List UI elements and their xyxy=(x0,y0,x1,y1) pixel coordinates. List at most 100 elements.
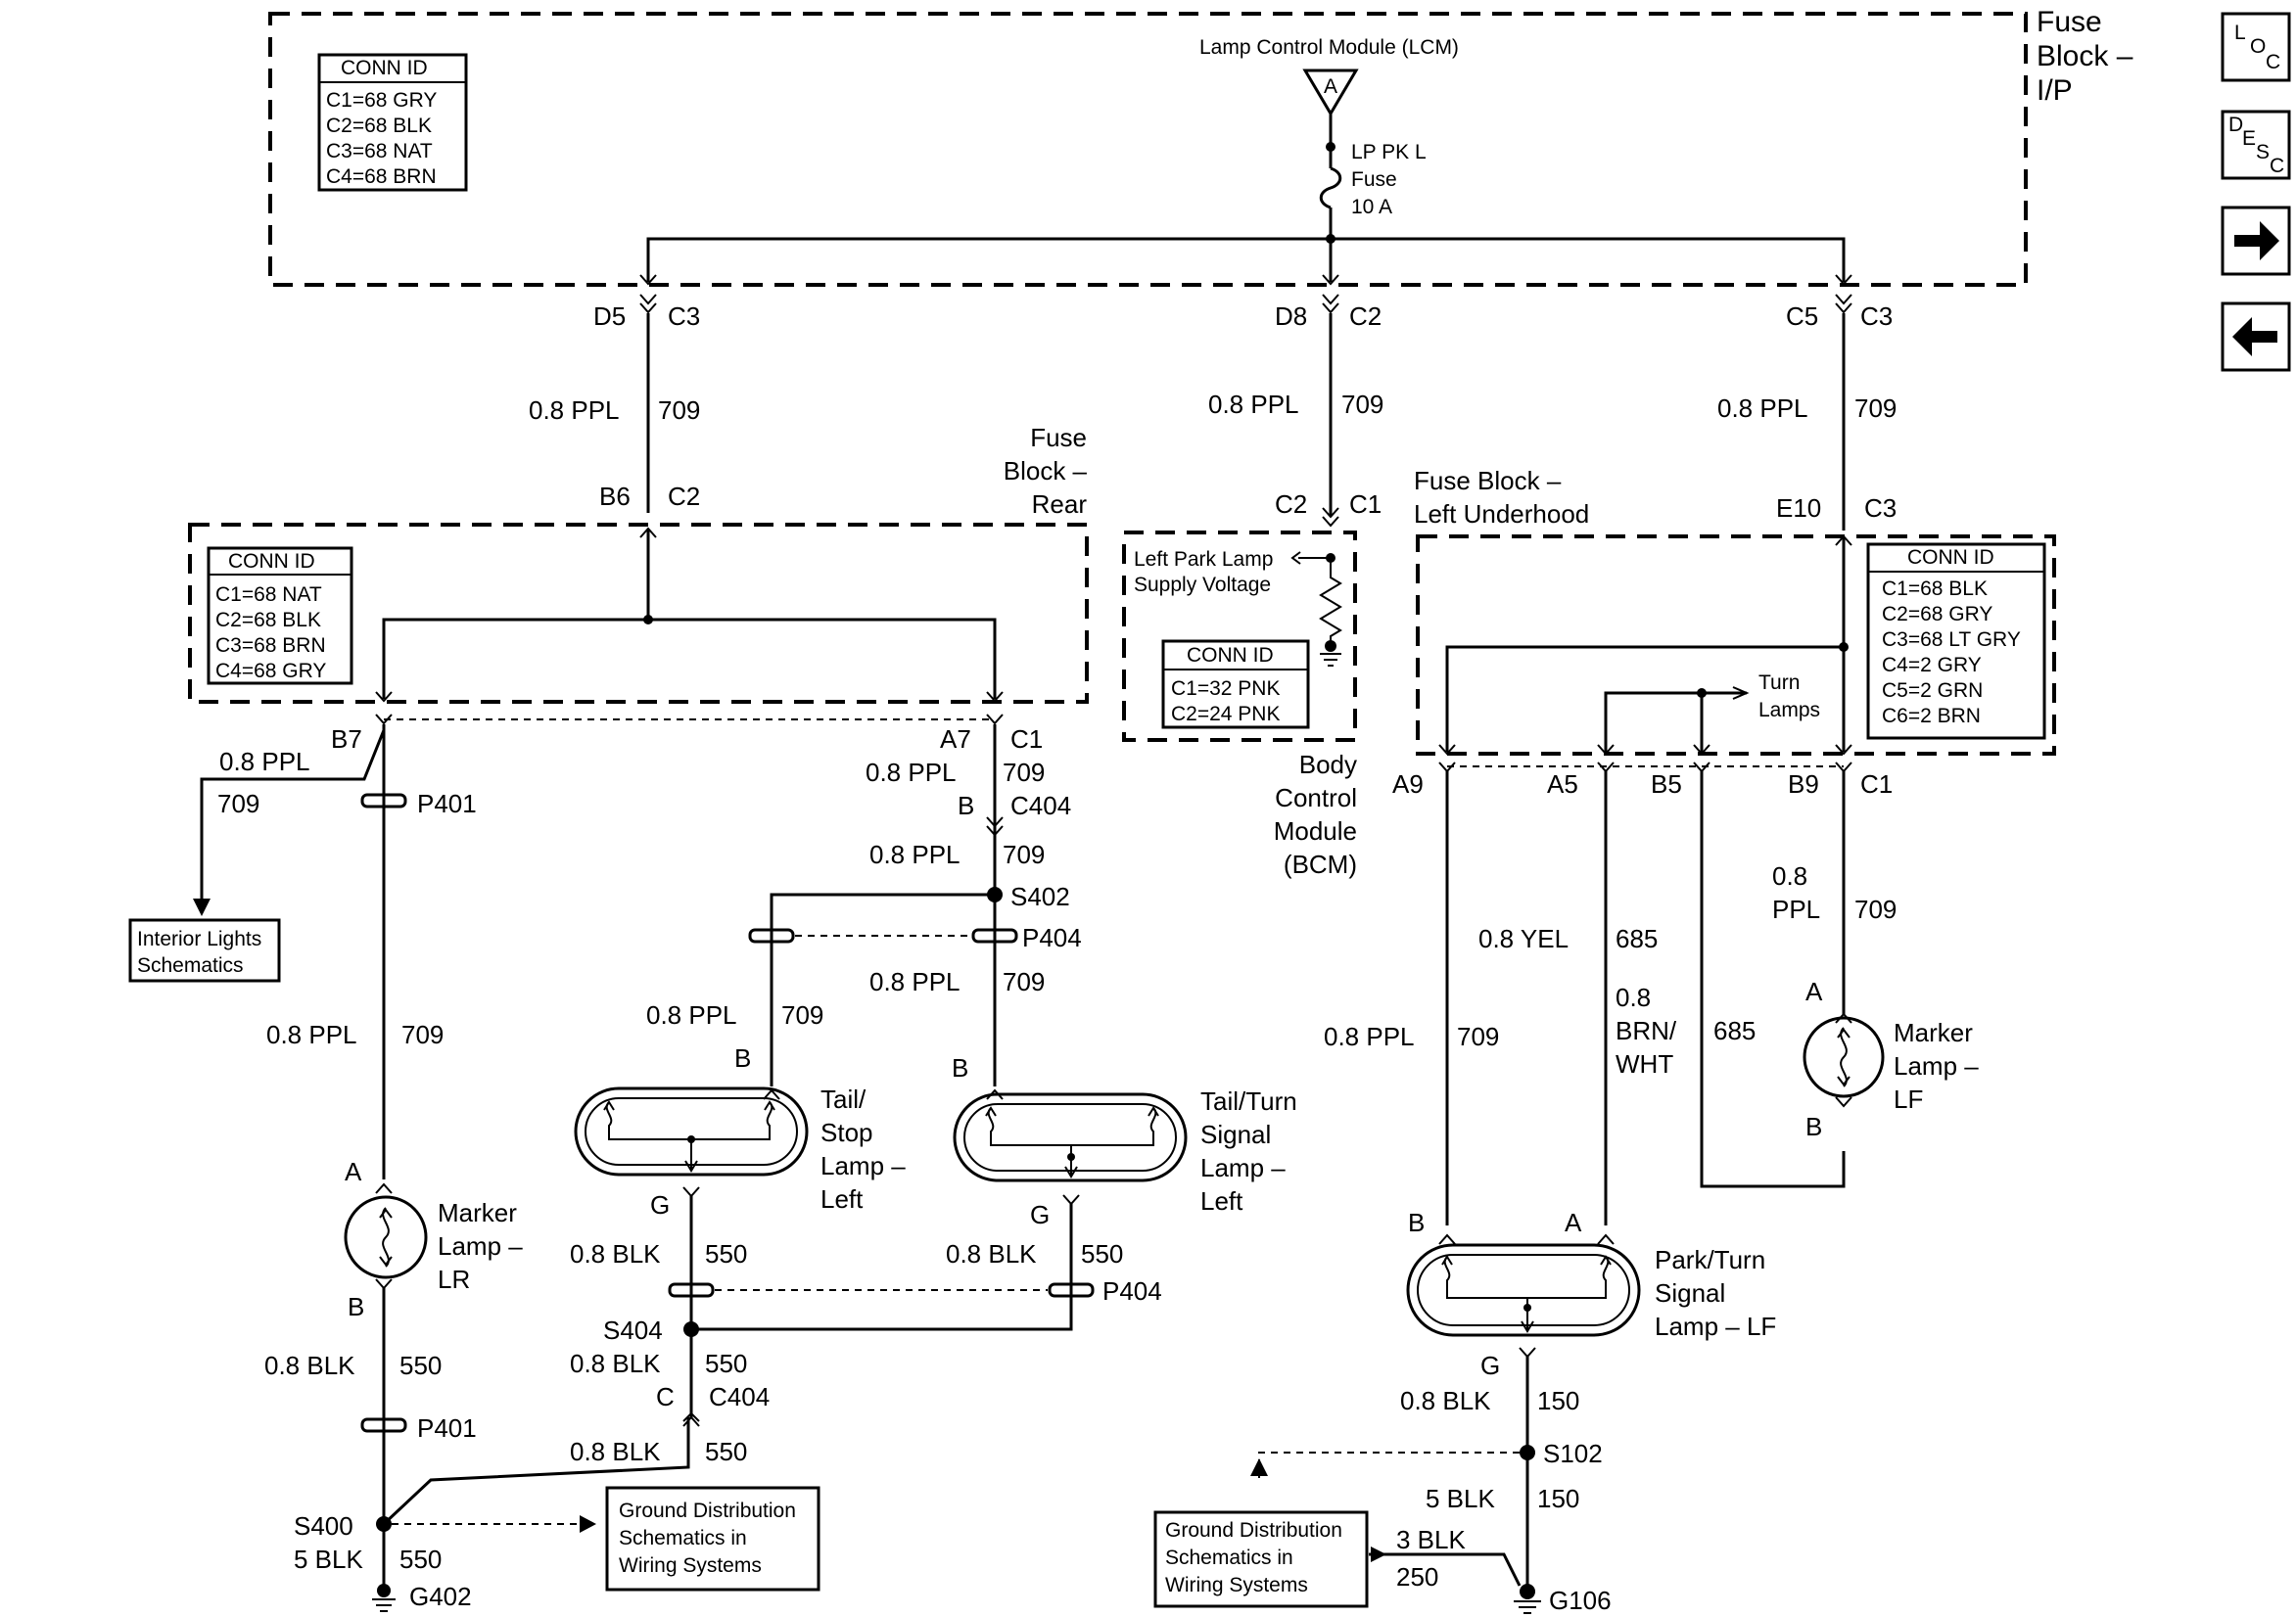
svg-text:0.8 PPL: 0.8 PPL xyxy=(529,395,620,425)
svg-text:C3: C3 xyxy=(668,301,700,331)
svg-text:709: 709 xyxy=(1003,840,1045,869)
svg-text:Schematics in: Schematics in xyxy=(1165,1547,1293,1569)
ip-bus-wire xyxy=(646,237,1846,282)
svg-text:C4=2 GRY: C4=2 GRY xyxy=(1882,654,1982,676)
svg-text:B: B xyxy=(734,1043,751,1073)
svg-text:A9: A9 xyxy=(1392,769,1424,799)
svg-text:P401: P401 xyxy=(417,789,477,818)
svg-text:P401: P401 xyxy=(417,1413,477,1443)
svg-text:C2=68 BLK: C2=68 BLK xyxy=(326,115,432,137)
svg-text:Stop: Stop xyxy=(820,1118,873,1147)
svg-text:O: O xyxy=(2250,35,2266,58)
svg-text:709: 709 xyxy=(1854,393,1897,423)
svg-text:Marker: Marker xyxy=(1894,1018,1973,1047)
svg-text:709: 709 xyxy=(1457,1022,1499,1051)
p401-connector-lower xyxy=(360,1417,407,1433)
svg-text:Schematics: Schematics xyxy=(137,954,244,977)
svg-text:0.8 PPL: 0.8 PPL xyxy=(219,747,310,776)
svg-text:Fuse: Fuse xyxy=(1030,423,1087,452)
svg-text:G: G xyxy=(650,1190,670,1220)
svg-text:5 BLK: 5 BLK xyxy=(1426,1484,1495,1513)
marker-lamp-lf xyxy=(1803,1016,1885,1098)
svg-text:S402: S402 xyxy=(1010,882,1070,911)
ground-distribution-box-right[interactable]: Ground Distribution Schematics in Wiring… xyxy=(1153,1510,1369,1608)
svg-text:550: 550 xyxy=(705,1349,747,1378)
arrow-left-icon xyxy=(2232,317,2277,356)
svg-text:C1: C1 xyxy=(1860,769,1893,799)
bcm-resistor xyxy=(1319,558,1342,644)
svg-text:Control: Control xyxy=(1275,783,1357,812)
svg-text:G: G xyxy=(1480,1351,1500,1380)
svg-text:0.8 BLK: 0.8 BLK xyxy=(570,1239,661,1269)
svg-text:A: A xyxy=(1565,1208,1582,1237)
svg-text:Fuse: Fuse xyxy=(2037,6,2102,38)
svg-text:3 BLK: 3 BLK xyxy=(1396,1525,1466,1554)
lcm-title: Lamp Control Module (LCM) xyxy=(1199,36,1459,59)
svg-text:709: 709 xyxy=(1341,390,1383,419)
fuse-block-rear-label: Fuse Block – Rear xyxy=(1004,423,1088,519)
svg-text:C: C xyxy=(2266,51,2280,73)
svg-text:Lamps: Lamps xyxy=(1758,699,1820,721)
svg-text:709: 709 xyxy=(1003,758,1045,787)
svg-text:B: B xyxy=(348,1292,364,1321)
svg-text:S404: S404 xyxy=(603,1316,663,1345)
fuse-block-underhood-boundary xyxy=(1416,534,2056,756)
bcm-supply-label: Left Park Lamp Supply Voltage xyxy=(1134,548,1273,596)
interior-lights-box[interactable]: Interior Lights Schematics xyxy=(128,918,281,983)
conn-id-box-bcm: CONN ID C1=32 PNK C2=24 PNK xyxy=(1161,639,1310,729)
svg-text:G106: G106 xyxy=(1549,1586,1612,1615)
svg-text:Signal: Signal xyxy=(1200,1120,1271,1149)
previous-arrow-button[interactable] xyxy=(2221,301,2291,372)
svg-text:CONN ID: CONN ID xyxy=(341,57,428,79)
location-button[interactable]: L O C xyxy=(2221,12,2291,82)
svg-text:BRN/: BRN/ xyxy=(1616,1016,1677,1045)
svg-text:Body: Body xyxy=(1299,750,1357,779)
svg-text:Lamp –: Lamp – xyxy=(438,1231,523,1261)
svg-text:PPL: PPL xyxy=(1772,895,1820,924)
svg-text:709: 709 xyxy=(781,1000,823,1030)
svg-text:Left Park Lamp: Left Park Lamp xyxy=(1134,548,1273,571)
description-button[interactable]: D E S C xyxy=(2221,110,2291,180)
ground-distribution-box-left[interactable]: Ground Distribution Schematics in Wiring… xyxy=(605,1486,820,1592)
svg-text:0.8 PPL: 0.8 PPL xyxy=(866,758,957,787)
svg-text:C404: C404 xyxy=(709,1382,770,1411)
lcm-terminal-triangle: A xyxy=(1302,69,1359,116)
svg-text:Tail/Turn: Tail/Turn xyxy=(1200,1086,1297,1116)
svg-text:C3=68 NAT: C3=68 NAT xyxy=(326,140,433,162)
svg-text:5 BLK: 5 BLK xyxy=(294,1545,363,1574)
svg-text:G: G xyxy=(1030,1200,1050,1229)
svg-text:550: 550 xyxy=(399,1351,442,1380)
svg-text:CONN ID: CONN ID xyxy=(228,550,315,573)
svg-text:A7: A7 xyxy=(940,724,971,754)
next-arrow-button[interactable] xyxy=(2221,206,2291,276)
fuse-block-underhood-label: Fuse Block – Left Underhood xyxy=(1414,466,1589,529)
svg-text:150: 150 xyxy=(1537,1484,1579,1513)
svg-text:C3: C3 xyxy=(1864,493,1897,523)
svg-text:709: 709 xyxy=(1854,895,1897,924)
ground-symbol-g106 xyxy=(1514,1600,1541,1614)
svg-text:S: S xyxy=(2256,141,2270,163)
svg-text:C2=24 PNK: C2=24 PNK xyxy=(1171,703,1280,725)
bcm-label: Body Control Module (BCM) xyxy=(1274,750,1357,879)
ground-symbol-g402 xyxy=(372,1598,396,1612)
s102-splice xyxy=(1520,1445,1535,1460)
svg-text:250: 250 xyxy=(1396,1562,1438,1592)
svg-text:G402: G402 xyxy=(409,1582,472,1611)
svg-text:Wiring Systems: Wiring Systems xyxy=(619,1554,762,1577)
svg-text:L: L xyxy=(2234,22,2246,44)
svg-text:Lamp –: Lamp – xyxy=(1894,1051,1979,1081)
fuse-block-ip-boundary xyxy=(268,12,2028,287)
svg-text:0.8 YEL: 0.8 YEL xyxy=(1478,924,1569,953)
marker-lamp-lr-label: Marker Lamp – LR xyxy=(438,1198,523,1294)
svg-text:C1=32 PNK: C1=32 PNK xyxy=(1171,677,1280,700)
svg-text:Interior Lights: Interior Lights xyxy=(137,928,261,950)
svg-text:E: E xyxy=(2242,127,2256,150)
wire-685-b5 xyxy=(1700,771,1846,1188)
conn-id-box-ip: CONN ID C1=68 GRY C2=68 BLK C3=68 NAT C4… xyxy=(317,53,468,192)
svg-text:Lamp – LF: Lamp – LF xyxy=(1655,1312,1776,1341)
svg-text:Left: Left xyxy=(1200,1186,1243,1216)
svg-text:C: C xyxy=(2270,155,2284,177)
conn-id-box-rear: CONN ID C1=68 NAT C2=68 BLK C3=68 BRN C4… xyxy=(207,546,353,685)
svg-text:Block –: Block – xyxy=(1004,456,1088,485)
